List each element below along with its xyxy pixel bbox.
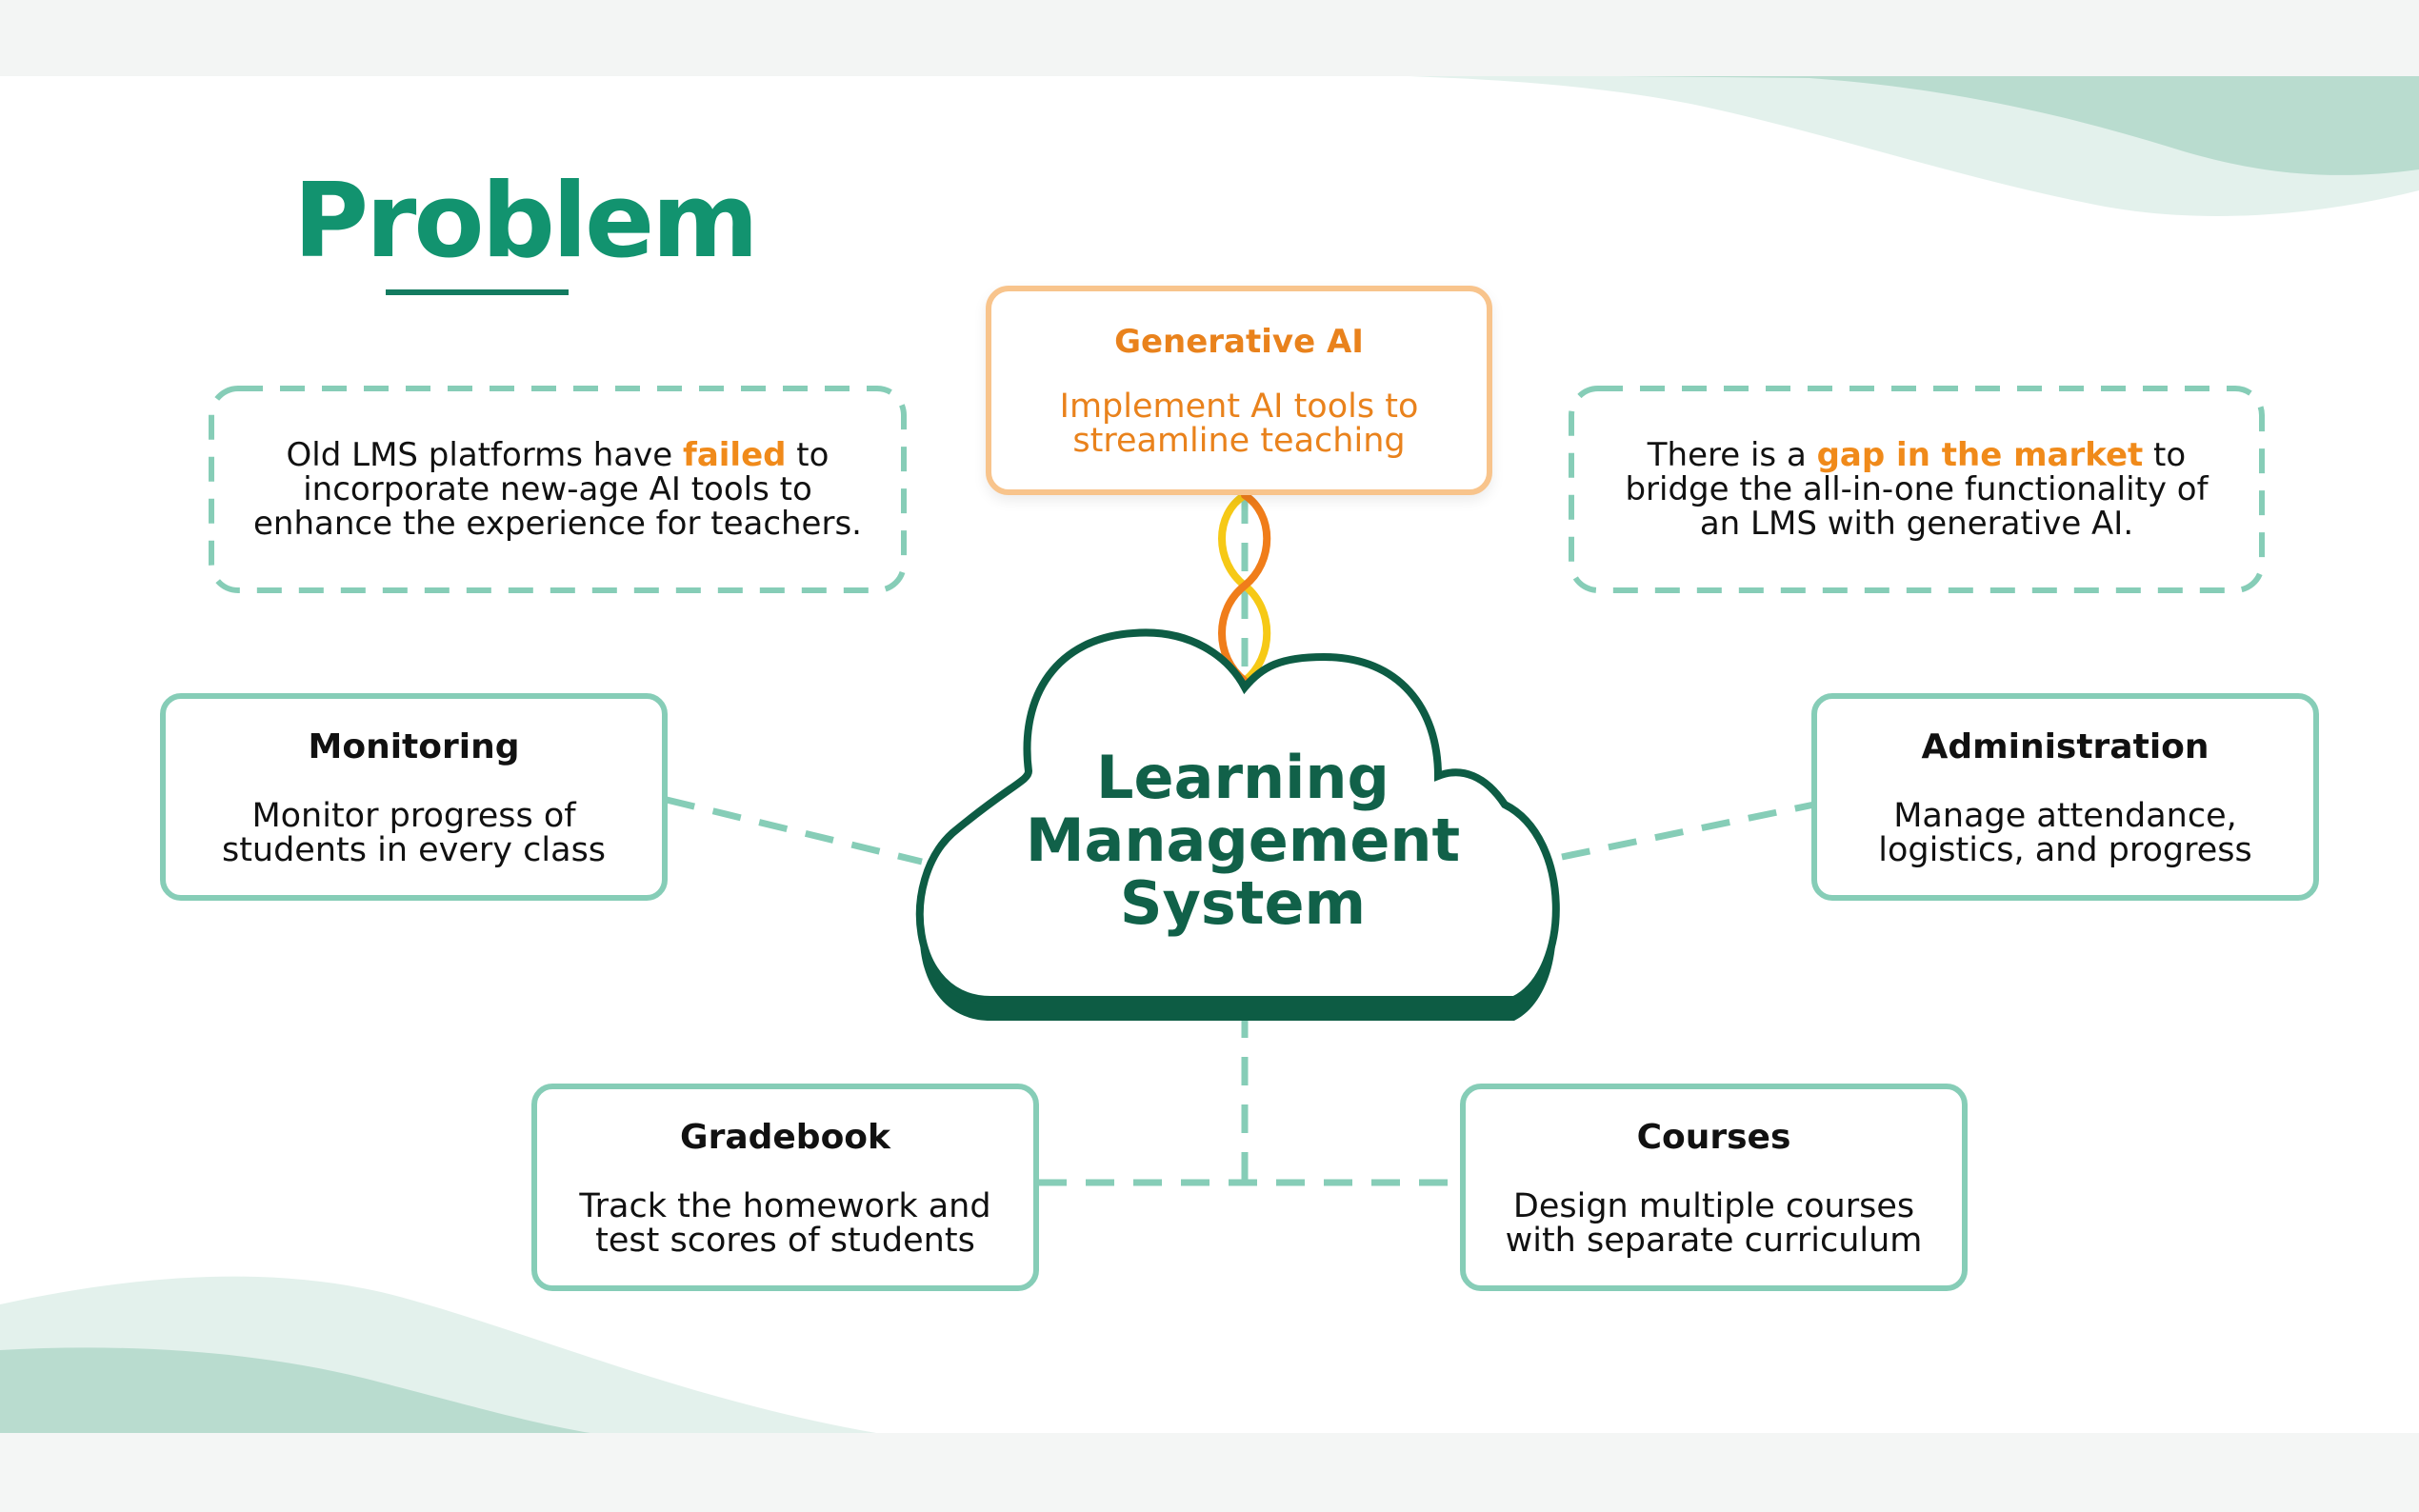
generative-ai-card: Generative AI Implement AI tools to stre…	[986, 286, 1492, 495]
note-right-line1: There is a gap in the market to	[1647, 436, 2187, 474]
administration-heading: Administration	[1921, 726, 2209, 766]
generative-ai-description: Implement AI tools to streamline teachin…	[1059, 388, 1419, 460]
cloud-shape	[915, 628, 1560, 1021]
courses-heading: Courses	[1636, 1117, 1791, 1157]
highlight-failed: failed	[683, 436, 787, 474]
note-right-outline	[1569, 386, 2265, 593]
note-right-line3: an LMS with generative AI.	[1699, 505, 2134, 543]
monitoring-heading: Monitoring	[308, 726, 520, 766]
note-right-line2: bridge the all-in-one functionality of	[1625, 470, 2209, 508]
highlight-gap-in-market: gap in the market	[1816, 436, 2144, 474]
note-market-gap: There is a gap in the market to bridge t…	[1571, 388, 2262, 590]
administration-description: Manage attendance, logistics, and progre…	[1878, 796, 2252, 869]
gradebook-card: Gradebook Track the homework and test sc…	[531, 1084, 1039, 1291]
note-lms-failed: Old LMS platforms have failed to incorpo…	[211, 388, 904, 590]
note-left-line1: Old LMS platforms have failed to	[286, 436, 830, 474]
helix-icon	[1218, 491, 1271, 685]
connector-administration	[1561, 801, 1815, 861]
courses-description: Design multiple courses with separate cu…	[1505, 1186, 1923, 1260]
connector-monitoring	[666, 796, 923, 865]
note-left-line2: incorporate new-age AI tools to	[303, 470, 812, 508]
gradebook-heading: Gradebook	[680, 1117, 890, 1157]
footer-band	[0, 1433, 2419, 1512]
monitoring-description: Monitor progress of students in every cl…	[221, 796, 607, 869]
title-underline	[386, 289, 569, 295]
monitoring-card: Monitoring Monitor progress of students …	[160, 693, 668, 901]
page-title: Problem	[293, 162, 759, 281]
lms-center-label: Learning Management System	[1025, 743, 1461, 938]
generative-ai-heading: Generative AI	[1114, 323, 1364, 361]
gradebook-description: Track the homework and test scores of st…	[579, 1186, 991, 1260]
administration-card: Administration Manage attendance, logist…	[1811, 693, 2319, 901]
courses-card: Courses Design multiple courses with sep…	[1460, 1084, 1968, 1291]
note-left-outline	[209, 386, 907, 593]
note-left-line3: enhance the experience for teachers.	[253, 505, 862, 543]
